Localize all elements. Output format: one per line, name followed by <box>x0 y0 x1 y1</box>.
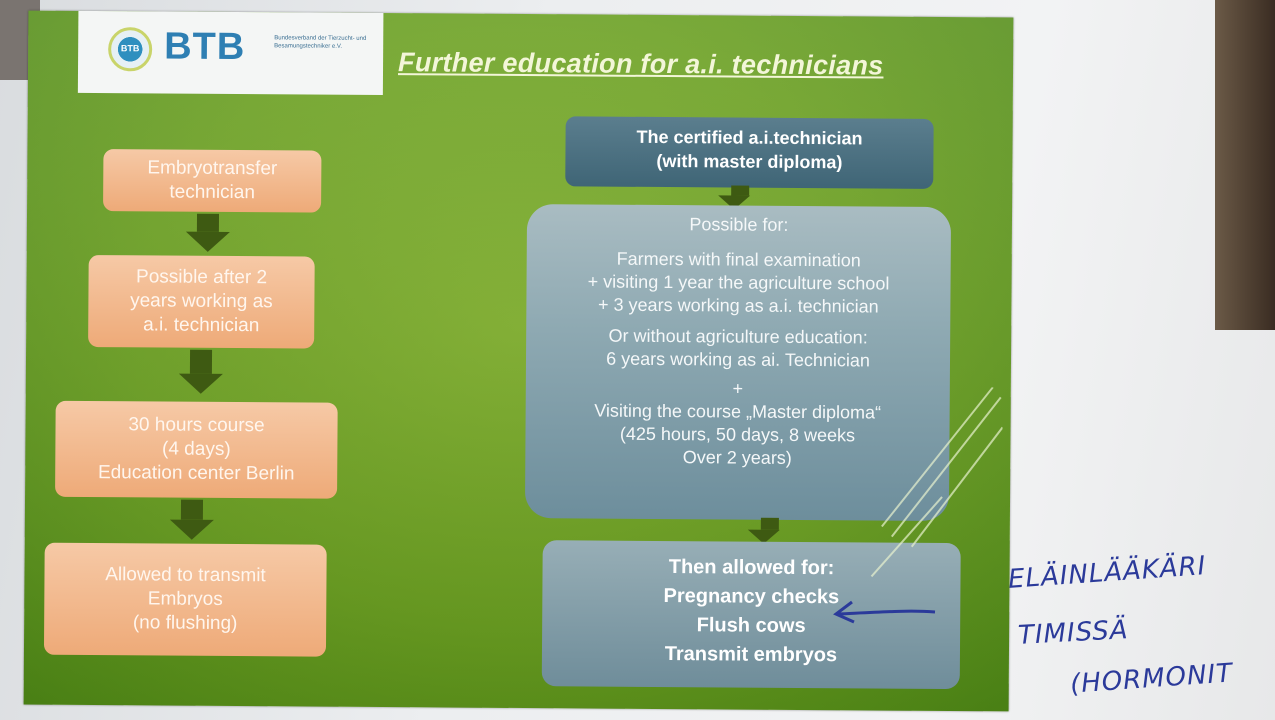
step-label: 30 hours course (4 days) Education cente… <box>97 414 295 485</box>
desk-background <box>1215 0 1275 330</box>
requirements-line: Or without agriculture education: <box>608 325 868 348</box>
logo-panel: BTB BTB Bundesverband der Tierzucht- und… <box>77 10 384 96</box>
requirements-line: 6 years working as ai. Technician <box>606 348 870 371</box>
slide-title: Further education for a.i. technicians <box>397 47 884 81</box>
requirements-line: Farmers with final examination <box>616 248 861 271</box>
step-30-hours-course: 30 hours course (4 days) Education cente… <box>55 400 338 499</box>
header-line: (with master diploma) <box>656 150 843 173</box>
logo-emblem-icon: BTB <box>108 27 153 72</box>
activity-line: Transmit embryos <box>664 643 838 667</box>
handwritten-note-line: TIMISSÄ <box>1017 615 1130 651</box>
certified-technician-header: The certified a.i.technician (with maste… <box>565 116 934 189</box>
step-possible-after-2-years: Possible after 2 years working as a.i. t… <box>88 254 315 349</box>
logo-wordmark: BTB <box>164 25 246 69</box>
step-embryotransfer-technician: Embryotransfer technician <box>103 149 322 213</box>
step-label: Allowed to transmit Embryos (no flushing… <box>105 564 266 635</box>
logo-emblem-text: BTB <box>120 43 140 54</box>
step-label: Possible after 2 years working as a.i. t… <box>130 266 273 337</box>
requirements-line: + 3 years working as a.i. technician <box>597 294 879 317</box>
requirements-line: Possible for: <box>689 214 789 235</box>
printed-slide: BTB BTB Bundesverband der Tierzucht- und… <box>23 10 1014 712</box>
header-line: The certified a.i.technician <box>636 126 863 149</box>
decorative-stripes <box>870 386 1003 578</box>
step-label: Embryotransfer technician <box>147 157 278 204</box>
pen-arrow-icon <box>833 600 936 624</box>
step-allowed-to-transmit-embryos: Allowed to transmit Embryos (no flushing… <box>43 542 327 657</box>
requirements-line: + visiting 1 year the agriculture school <box>587 271 890 294</box>
logo-subtitle: Bundesverband der Tierzucht- und Besamun… <box>274 35 367 50</box>
